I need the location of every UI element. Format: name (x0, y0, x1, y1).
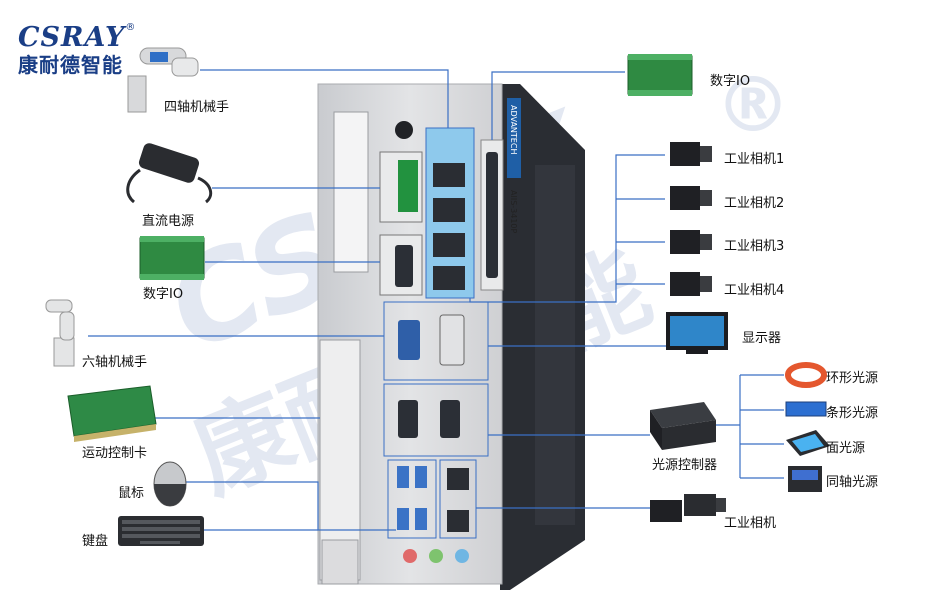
brand-name: CSRAY (18, 22, 126, 53)
industrial-pc: ADVANTECH AIIS-3410P (317, 83, 585, 590)
label-digital-io-left: 数字IO (143, 287, 184, 302)
lan2-port (447, 510, 469, 532)
digital-io-db9 (395, 245, 413, 287)
camera4-icon (670, 272, 712, 296)
camera1-icon (670, 142, 712, 166)
watermark-reg: ® (715, 60, 791, 149)
power-button (395, 121, 413, 139)
poe-lan-ports (433, 163, 465, 290)
lan1-port (447, 468, 469, 490)
usb-frame (387, 459, 437, 539)
motion-card-icon (67, 385, 157, 442)
audio-line-in-jack (455, 549, 469, 563)
monitor-icon (666, 312, 728, 354)
camera2-icon (670, 186, 712, 210)
brand-reg-mark: ® (125, 22, 136, 33)
label-four-axis-robot: 四轴机械手 (164, 100, 230, 115)
com1-port (398, 400, 418, 438)
com2-port (440, 400, 460, 438)
keyboard-icon (118, 516, 204, 546)
label-keyboard: 键盘 (82, 534, 109, 549)
label-dc-power: 直流电源 (142, 214, 195, 229)
bar-light-icon (785, 401, 827, 417)
usb-ports (397, 466, 427, 530)
label-bar-light: 条形光源 (826, 406, 879, 421)
dc-power-icon (126, 143, 213, 204)
area-light-icon (786, 430, 830, 456)
line-four-axis-robot (200, 69, 449, 128)
label-area-light: 面光源 (826, 441, 866, 456)
mouse-icon (153, 461, 187, 507)
dvi-port (439, 314, 465, 366)
audio-mic-jack (403, 549, 417, 563)
four-axis-robot-icon (127, 47, 199, 113)
label-motion-card: 运动控制卡 (82, 446, 148, 461)
pc-side-vents (535, 165, 575, 525)
audio-line-out-jack (429, 549, 443, 563)
label-camera4: 工业相机4 (724, 283, 785, 298)
model-text: AIIS-3410P (509, 190, 518, 234)
six-axis-robot-icon (45, 299, 75, 367)
brand-logo: CSRAY® 康耐德智能 (18, 22, 135, 78)
ring-light-icon (785, 362, 827, 388)
label-digital-io-right: 数字IO (710, 74, 751, 89)
pc-blank-slot (333, 111, 369, 273)
line-mouse (186, 481, 396, 531)
connection-lines (88, 69, 784, 531)
label-camera-bottom: 工业相机 (724, 516, 777, 531)
label-ring-light: 环形光源 (826, 371, 879, 386)
light-controller-icon (650, 402, 716, 450)
label-six-axis-robot: 六轴机械手 (82, 355, 148, 370)
com-port-frame (383, 383, 489, 457)
coaxial-light-icon (788, 466, 822, 492)
pc-bracket (321, 539, 359, 585)
db25-port (486, 152, 498, 278)
line-digital-io-right (491, 71, 625, 140)
digital-io-left-icon (139, 236, 205, 280)
label-camera3: 工业相机3 (724, 239, 785, 254)
camera-bottom-icon (650, 494, 726, 522)
brand-chinese-name: 康耐德智能 (18, 53, 123, 77)
label-camera1: 工业相机1 (724, 152, 785, 167)
dc-terminal (398, 160, 418, 212)
camera3-icon (670, 230, 712, 254)
brand-strip (507, 98, 521, 178)
label-mouse: 鼠标 (118, 486, 145, 501)
video-port-frame (383, 301, 489, 381)
label-light-controller: 光源控制器 (652, 458, 718, 473)
brand-strip-text: ADVANTECH (509, 105, 518, 154)
lan-frame (439, 459, 477, 539)
label-monitor: 显示器 (742, 331, 782, 346)
label-coaxial-light: 同轴光源 (826, 475, 879, 490)
line-cameras-main (469, 154, 665, 303)
vga-port (398, 320, 420, 360)
digital-io-right-icon (627, 54, 693, 96)
label-camera2: 工业相机2 (724, 196, 785, 211)
